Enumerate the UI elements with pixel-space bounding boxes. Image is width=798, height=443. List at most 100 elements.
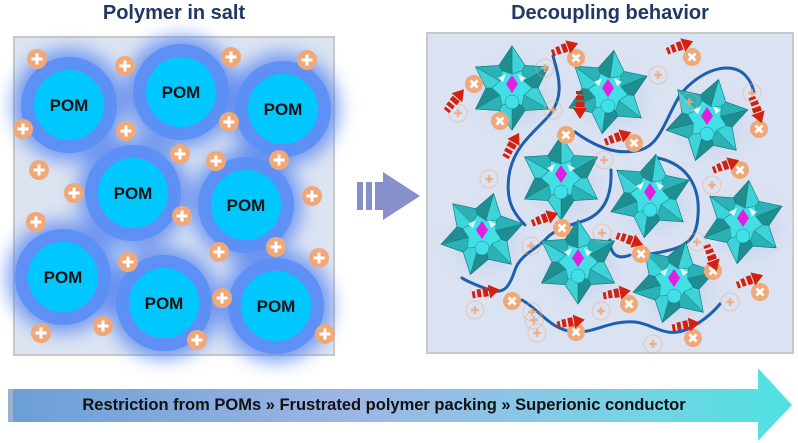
cation-plus-icon (266, 237, 286, 257)
cation-plus-icon (26, 212, 46, 232)
cation-x-icon (620, 295, 638, 313)
motion-arrow-icon (443, 89, 464, 114)
cation-x-icon (751, 283, 769, 301)
cation-x-icon (465, 75, 483, 93)
cation-x-icon (684, 329, 702, 347)
cation-plus-icon (592, 223, 612, 243)
polymer-chain (506, 54, 561, 227)
cation-plus-icon (29, 160, 49, 180)
pom-particle: POM (21, 57, 117, 153)
cation-x-icon (557, 126, 575, 144)
cation-plus-icon (302, 186, 322, 206)
central-atom (572, 249, 584, 267)
pom-cluster (440, 192, 524, 276)
right-panel-title: Decoupling behavior (511, 2, 709, 24)
cation-plus-icon (221, 47, 241, 67)
cation-plus-icon (212, 288, 232, 308)
cation-x-icon (503, 292, 521, 310)
cation-plus-icon (679, 92, 699, 112)
cation-plus-icon (465, 300, 485, 320)
cation-plus-icon (527, 323, 547, 343)
cation-plus-icon (720, 292, 740, 312)
motion-arrow-icon (703, 243, 720, 272)
banner-arrow (8, 368, 792, 441)
central-atom (476, 221, 488, 239)
motion-arrow-icon (735, 272, 764, 289)
cation-plus-icon (315, 324, 335, 344)
cation-plus-icon (535, 58, 555, 78)
cation-plus-icon (479, 169, 499, 189)
motion-arrow-icon (748, 95, 765, 124)
motion-arrow-icon (556, 314, 585, 329)
left-panel-title: Polymer in salt (102, 2, 246, 24)
pom-particle: POM (198, 157, 294, 253)
pom-label: POM (264, 100, 303, 119)
pom-label: POM (162, 83, 201, 102)
motion-arrow-icon (603, 129, 632, 146)
cation-plus-icon (643, 334, 663, 354)
cation-plus-icon (742, 83, 762, 103)
cation-x-icon (750, 120, 768, 138)
central-atom (602, 79, 614, 97)
cation-plus-icon (702, 175, 722, 195)
central-atom (737, 209, 749, 227)
pom-label: POM (227, 196, 266, 215)
motion-arrow-icon (471, 284, 500, 299)
central-atom (668, 269, 680, 287)
cation-plus-icon (93, 316, 113, 336)
cation-plus-icon (64, 183, 84, 203)
cation-plus-icon (31, 323, 51, 343)
left-panel: POM POM POM POM POM POM POM POM (7, 36, 339, 362)
pom-label: POM (145, 294, 184, 313)
motion-arrow-icon (671, 317, 700, 332)
pom-cluster (474, 45, 550, 131)
cation-plus-icon (209, 242, 229, 262)
cation-x-icon (567, 49, 585, 67)
cation-plus-icon (170, 144, 190, 164)
pom-label: POM (50, 96, 89, 115)
cation-x-icon (731, 161, 749, 179)
right-arrow-icon (357, 172, 420, 220)
pom-particle: POM (228, 258, 324, 354)
cation-x-icon (632, 245, 650, 263)
pom-cluster (540, 219, 616, 305)
cation-x-icon (625, 134, 643, 152)
pom-label: POM (114, 184, 153, 203)
cation-plus-icon (543, 100, 563, 120)
cation-plus-icon (27, 49, 47, 69)
cation-plus-icon (524, 310, 544, 330)
cation-plus-icon (13, 119, 33, 139)
motion-arrow-icon (602, 285, 631, 300)
cation-x-icon (683, 48, 701, 66)
pom-cluster (632, 240, 716, 324)
cation-plus-icon (594, 150, 614, 170)
central-atom (701, 107, 713, 125)
cation-plus-icon (309, 248, 329, 268)
cation-plus-icon (172, 206, 192, 226)
motion-arrow-icon (615, 232, 644, 248)
cation-plus-icon (116, 121, 136, 141)
central-atom (555, 165, 567, 183)
cation-plus-icon (115, 56, 135, 76)
motion-arrow-icon (502, 132, 520, 160)
pom-cluster (523, 135, 599, 221)
cation-plus-icon (269, 150, 289, 170)
motion-arrow-icon (530, 210, 559, 227)
pom-cluster (703, 179, 783, 265)
right-panel (426, 32, 798, 354)
pom-label: POM (257, 297, 296, 316)
cation-plus-icon (206, 151, 226, 171)
pom-particle: POM (116, 255, 212, 351)
cation-x-icon (491, 112, 509, 130)
cation-plus-icon (219, 112, 239, 132)
pom-label: POM (44, 268, 83, 287)
cation-plus-icon (648, 65, 668, 85)
motion-arrow-icon (573, 91, 587, 119)
central-atom (644, 183, 656, 201)
pom-cluster (610, 153, 690, 239)
pom-particle: POM (15, 229, 111, 325)
cation-plus-icon (118, 252, 138, 272)
pom-particle: POM (85, 145, 181, 241)
motion-arrow-icon (665, 38, 694, 55)
